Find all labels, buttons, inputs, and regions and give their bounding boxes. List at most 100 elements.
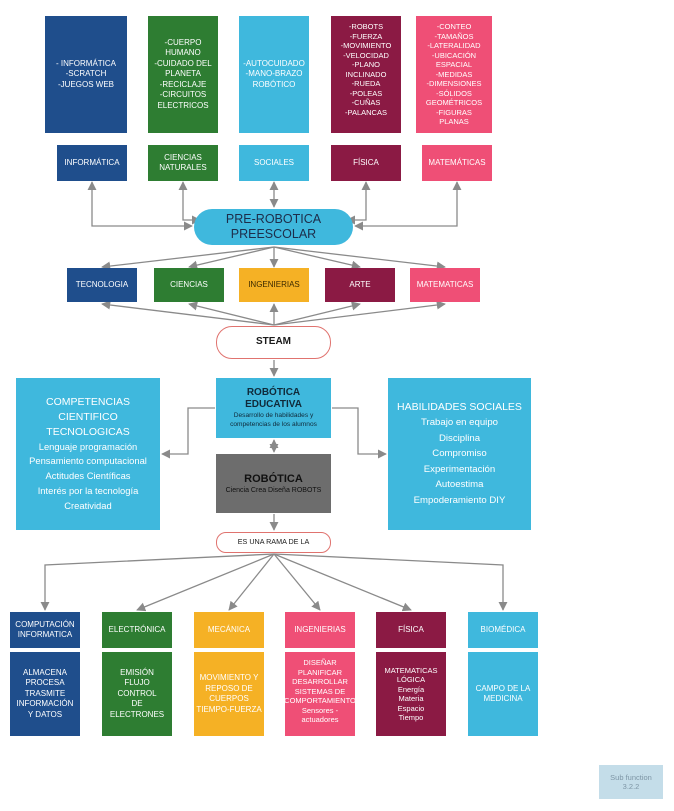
- competencias-box-line: Lenguaje programación: [38, 440, 138, 452]
- steam-item-tecnologia: TECNOLOGIA: [67, 268, 137, 302]
- connector-educativa-competencias: [161, 407, 215, 459]
- robotica-educativa-box-line: ROBÓTICA: [246, 387, 301, 398]
- branch-detail-computacion-line: PROCESA: [25, 678, 65, 688]
- pre-robotica-pill-line: PREESCOLAR: [230, 227, 317, 241]
- connector-pre-to-steam-0: [101, 246, 275, 271]
- branch-mecanica-line: MECÁNICA: [207, 624, 251, 634]
- detail-box-matematicas-line: -TAMAÑOS: [434, 31, 474, 41]
- branch-detail-ingenierias-line: Sensores -: [301, 705, 339, 715]
- branch-detail-fisica-line: Espacio: [397, 703, 425, 713]
- detail-box-ciencias-naturales-line: -CUIDADO DEL: [154, 58, 212, 68]
- steam-item-label: ARTE: [349, 279, 371, 289]
- detail-box-matematicas-line: -CONTEO: [436, 22, 472, 31]
- competencias-box-line: TECNOLOGICAS: [46, 425, 130, 438]
- connector-rama-biomedica: [273, 553, 508, 611]
- detail-box-informatica: - INFORMÁTICA-SCRATCH-JUEGOS WEB: [45, 16, 127, 133]
- branch-detail-electronica-line: EMISIÓN: [120, 667, 154, 677]
- detail-box-sociales-line: -MANO-BRAZO: [245, 69, 303, 79]
- detail-box-fisica-line: -CUÑAS: [351, 98, 381, 107]
- robotica-educativa-subtitle: competencias de los alumnos: [230, 421, 317, 428]
- sub-function-line: 3.2.2: [622, 782, 640, 791]
- label-box-fisica-line: FÍSICA: [353, 157, 379, 167]
- branch-detail-electronica-line: ELECTRONES: [109, 709, 165, 719]
- competencias-box-line: Interés por la tecnología: [37, 484, 139, 496]
- competencias-box-line: CIENTIFICO: [58, 410, 118, 423]
- detail-box-matematicas-line: -UBICACIÓN: [431, 50, 477, 60]
- connector-rama-branch-1: [136, 553, 275, 612]
- steam-item-matematicas: MATEMATICAS: [410, 268, 480, 302]
- robotica-title: ROBÓTICA: [244, 472, 303, 485]
- label-box-informatica: INFORMÁTICA: [57, 145, 127, 181]
- habilidades-box-line: Autoestima: [435, 479, 484, 491]
- branch-detail-ingenierias-line: PLANIFICAR: [297, 667, 343, 677]
- connector-matematicas: [354, 181, 462, 231]
- branch-detail-ingenierias-line: DESARROLLAR: [292, 677, 348, 686]
- detail-box-informatica-line: -SCRATCH: [65, 69, 107, 79]
- detail-box-ciencias-naturales-line: -RECICLAJE: [159, 79, 207, 89]
- detail-box-ciencias-naturales-line: -CIRCUITOS: [159, 90, 207, 100]
- connector-pre-to-steam-1: [188, 246, 275, 270]
- branch-detail-biomedica-line: CAMPO DE LA: [475, 683, 531, 693]
- robotica-subtitle: Ciencia Crea Diseña ROBOTS: [225, 486, 322, 494]
- branch-mecanica: MECÁNICA: [194, 612, 264, 648]
- detail-box-fisica-line: -RUEDA: [351, 79, 381, 88]
- branch-fisica: FÍSICA: [376, 612, 446, 648]
- detail-box-fisica-line: -POLEAS: [349, 88, 383, 98]
- connector-informatica: [87, 181, 193, 231]
- steam-item-label: MATEMATICAS: [416, 279, 474, 289]
- detail-box-ciencias-naturales-line: ELECTRICOS: [157, 100, 209, 110]
- label-box-fisica: FÍSICA: [331, 145, 401, 181]
- detail-box-fisica: -ROBOTS-FUERZA-MOVIMIENTO-VELOCIDAD-PLAN…: [331, 16, 401, 133]
- branch-computacion-line: COMPUTACIÓN: [15, 619, 75, 629]
- detail-box-fisica-line: INCLINADO: [345, 69, 387, 79]
- branch-detail-computacion-line: INFORMACIÓN: [16, 699, 74, 709]
- connector-rama-branch-3: [273, 553, 321, 611]
- connector-rama-branch-2: [228, 553, 275, 611]
- branch-electronica: ELECTRÓNICA: [102, 612, 172, 648]
- habilidades-box-line: Compromiso: [432, 448, 487, 460]
- detail-box-matematicas-line: PLANAS: [439, 117, 469, 126]
- branch-detail-mecanica-line: REPOSO DE: [205, 683, 253, 693]
- connector-pre-to-steam-4: [273, 246, 446, 271]
- detail-box-fisica-line: -PLANO: [352, 60, 380, 69]
- branch-biomedica: BIOMÉDICA: [468, 612, 538, 648]
- pre-robotica-pill-line: PRE-ROBOTICA: [225, 212, 322, 226]
- branch-detail-fisica-line: Energía: [397, 684, 425, 694]
- branch-detail-mecanica-line: MOVIMIENTO Y: [199, 673, 259, 682]
- branch-detail-biomedica-line: MEDICINA: [483, 694, 523, 703]
- detail-box-matematicas-line: -MEDIDAS: [435, 69, 473, 79]
- sub-function-line: Sub function: [610, 773, 652, 782]
- branch-detail-electronica-line: DE: [131, 699, 143, 709]
- connector-fisica: [346, 181, 371, 225]
- branch-detail-computacion-line: ALMACENA: [22, 667, 67, 677]
- branch-detail-ingenierias-line: COMPORTAMIENTO: [285, 696, 355, 705]
- detail-box-matematicas-line: -DIMENSIONES: [426, 79, 482, 88]
- rama-label: ES UNA RAMA DE LA: [237, 537, 310, 547]
- branch-ingenierias: INGENIERIAS: [285, 612, 355, 648]
- detail-box-matematicas-line: GEOMÉTRICOS: [425, 98, 483, 107]
- label-box-ciencias-naturales-line: CIENCIAS: [164, 152, 202, 162]
- detail-box-fisica-line: -MOVIMIENTO: [340, 41, 392, 50]
- robotica-educativa-subtitle: Desarrollo de habilidades y: [233, 412, 314, 419]
- branch-biomedica-line: BIOMÉDICA: [480, 624, 526, 634]
- branch-detail-ingenierias-line: actuadores: [301, 715, 339, 724]
- competencias-box-line: COMPETENCIAS: [45, 395, 130, 408]
- branch-detail-ingenierias-line: DISEÑAR: [303, 658, 337, 667]
- label-box-sociales-line: SOCIALES: [253, 157, 294, 167]
- detail-box-matematicas-line: ESPACIAL: [435, 60, 473, 69]
- competencias-box-line: Actitudes Científicas: [45, 470, 131, 482]
- competencias-box: COMPETENCIAS CIENTIFICO TECNOLOGICAS Lengua…: [16, 378, 160, 530]
- habilidades-box-line: Disciplina: [438, 432, 481, 444]
